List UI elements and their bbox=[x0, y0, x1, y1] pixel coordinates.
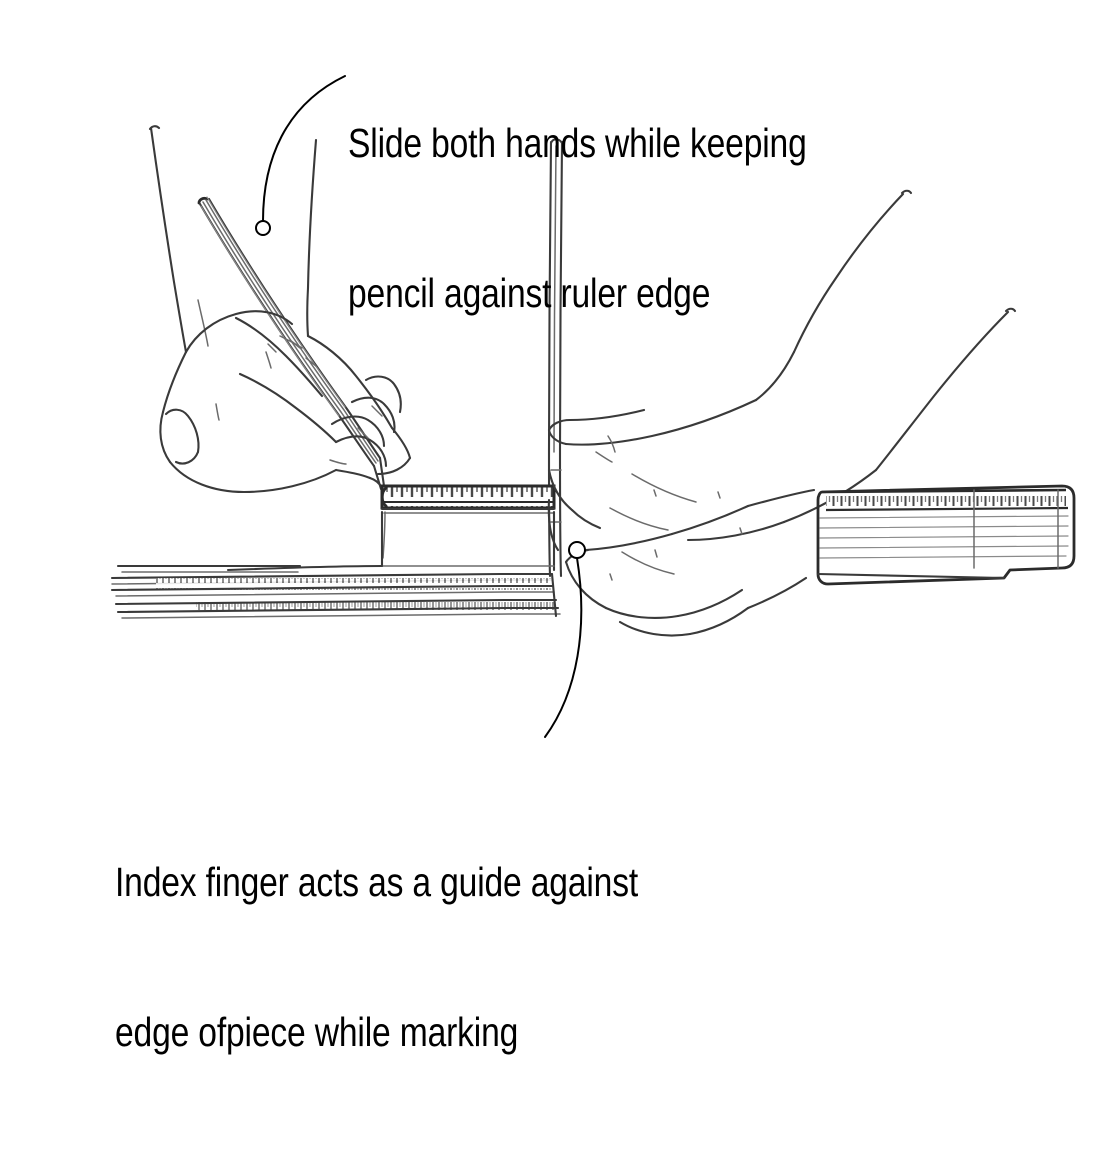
pencil-mark bbox=[382, 511, 386, 559]
leader-endpoint-bottom bbox=[568, 541, 586, 559]
leader-endpoint-top bbox=[255, 220, 271, 236]
rule-end-right bbox=[816, 484, 1076, 586]
right-hand bbox=[547, 398, 878, 637]
caption-bottom-line-2: edge ofpiece while marking bbox=[115, 1009, 519, 1055]
caption-top-line-2: pencil against ruler edge bbox=[348, 270, 711, 316]
caption-bottom: Index finger acts as a guide against edg… bbox=[115, 757, 638, 1157]
board-long bbox=[110, 564, 561, 619]
caption-top-line-1: Slide both hands while keeping bbox=[348, 120, 807, 166]
folding-rule-vertical bbox=[547, 138, 564, 578]
leader-top bbox=[255, 75, 346, 236]
leader-bottom bbox=[544, 541, 586, 738]
figure-background bbox=[0, 0, 1104, 896]
line-drawing-canvas: .ink { fill: none; stroke: #3a3a3a; stro… bbox=[0, 0, 1104, 896]
illustration-figure: .ink { fill: none; stroke: #3a3a3a; stro… bbox=[0, 0, 1104, 1055]
leader-line-bottom bbox=[544, 557, 583, 738]
folding-rule-horizontal bbox=[380, 484, 556, 514]
leader-line-top bbox=[262, 75, 346, 222]
caption-top: Slide both hands while keeping pencil ag… bbox=[348, 18, 807, 418]
caption-bottom-line-1: Index finger acts as a guide against bbox=[115, 859, 639, 905]
left-forearm bbox=[148, 125, 318, 414]
right-forearm bbox=[754, 189, 1017, 472]
left-hand bbox=[159, 310, 412, 494]
